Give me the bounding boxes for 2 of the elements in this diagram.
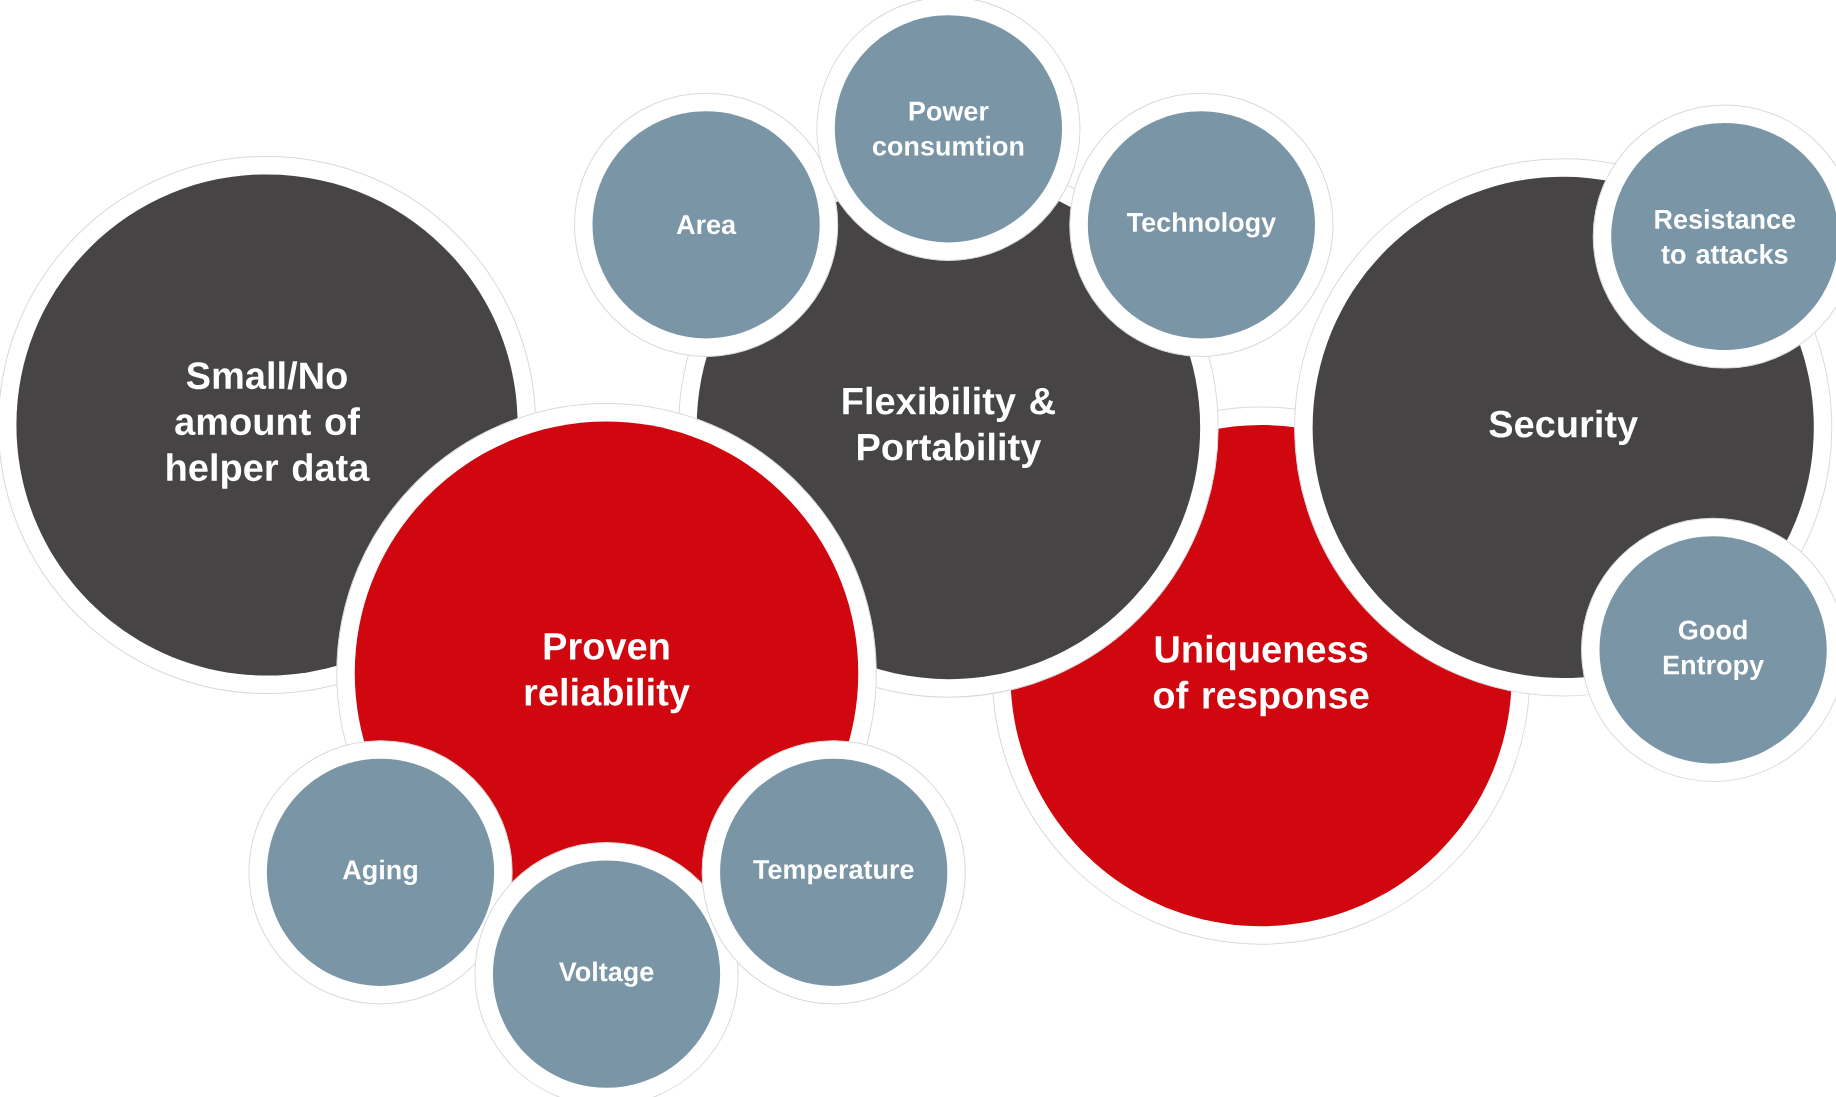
node-label: Good Entropy (1663, 619, 1764, 680)
node-label: Resistance to attacks (1655, 209, 1796, 264)
